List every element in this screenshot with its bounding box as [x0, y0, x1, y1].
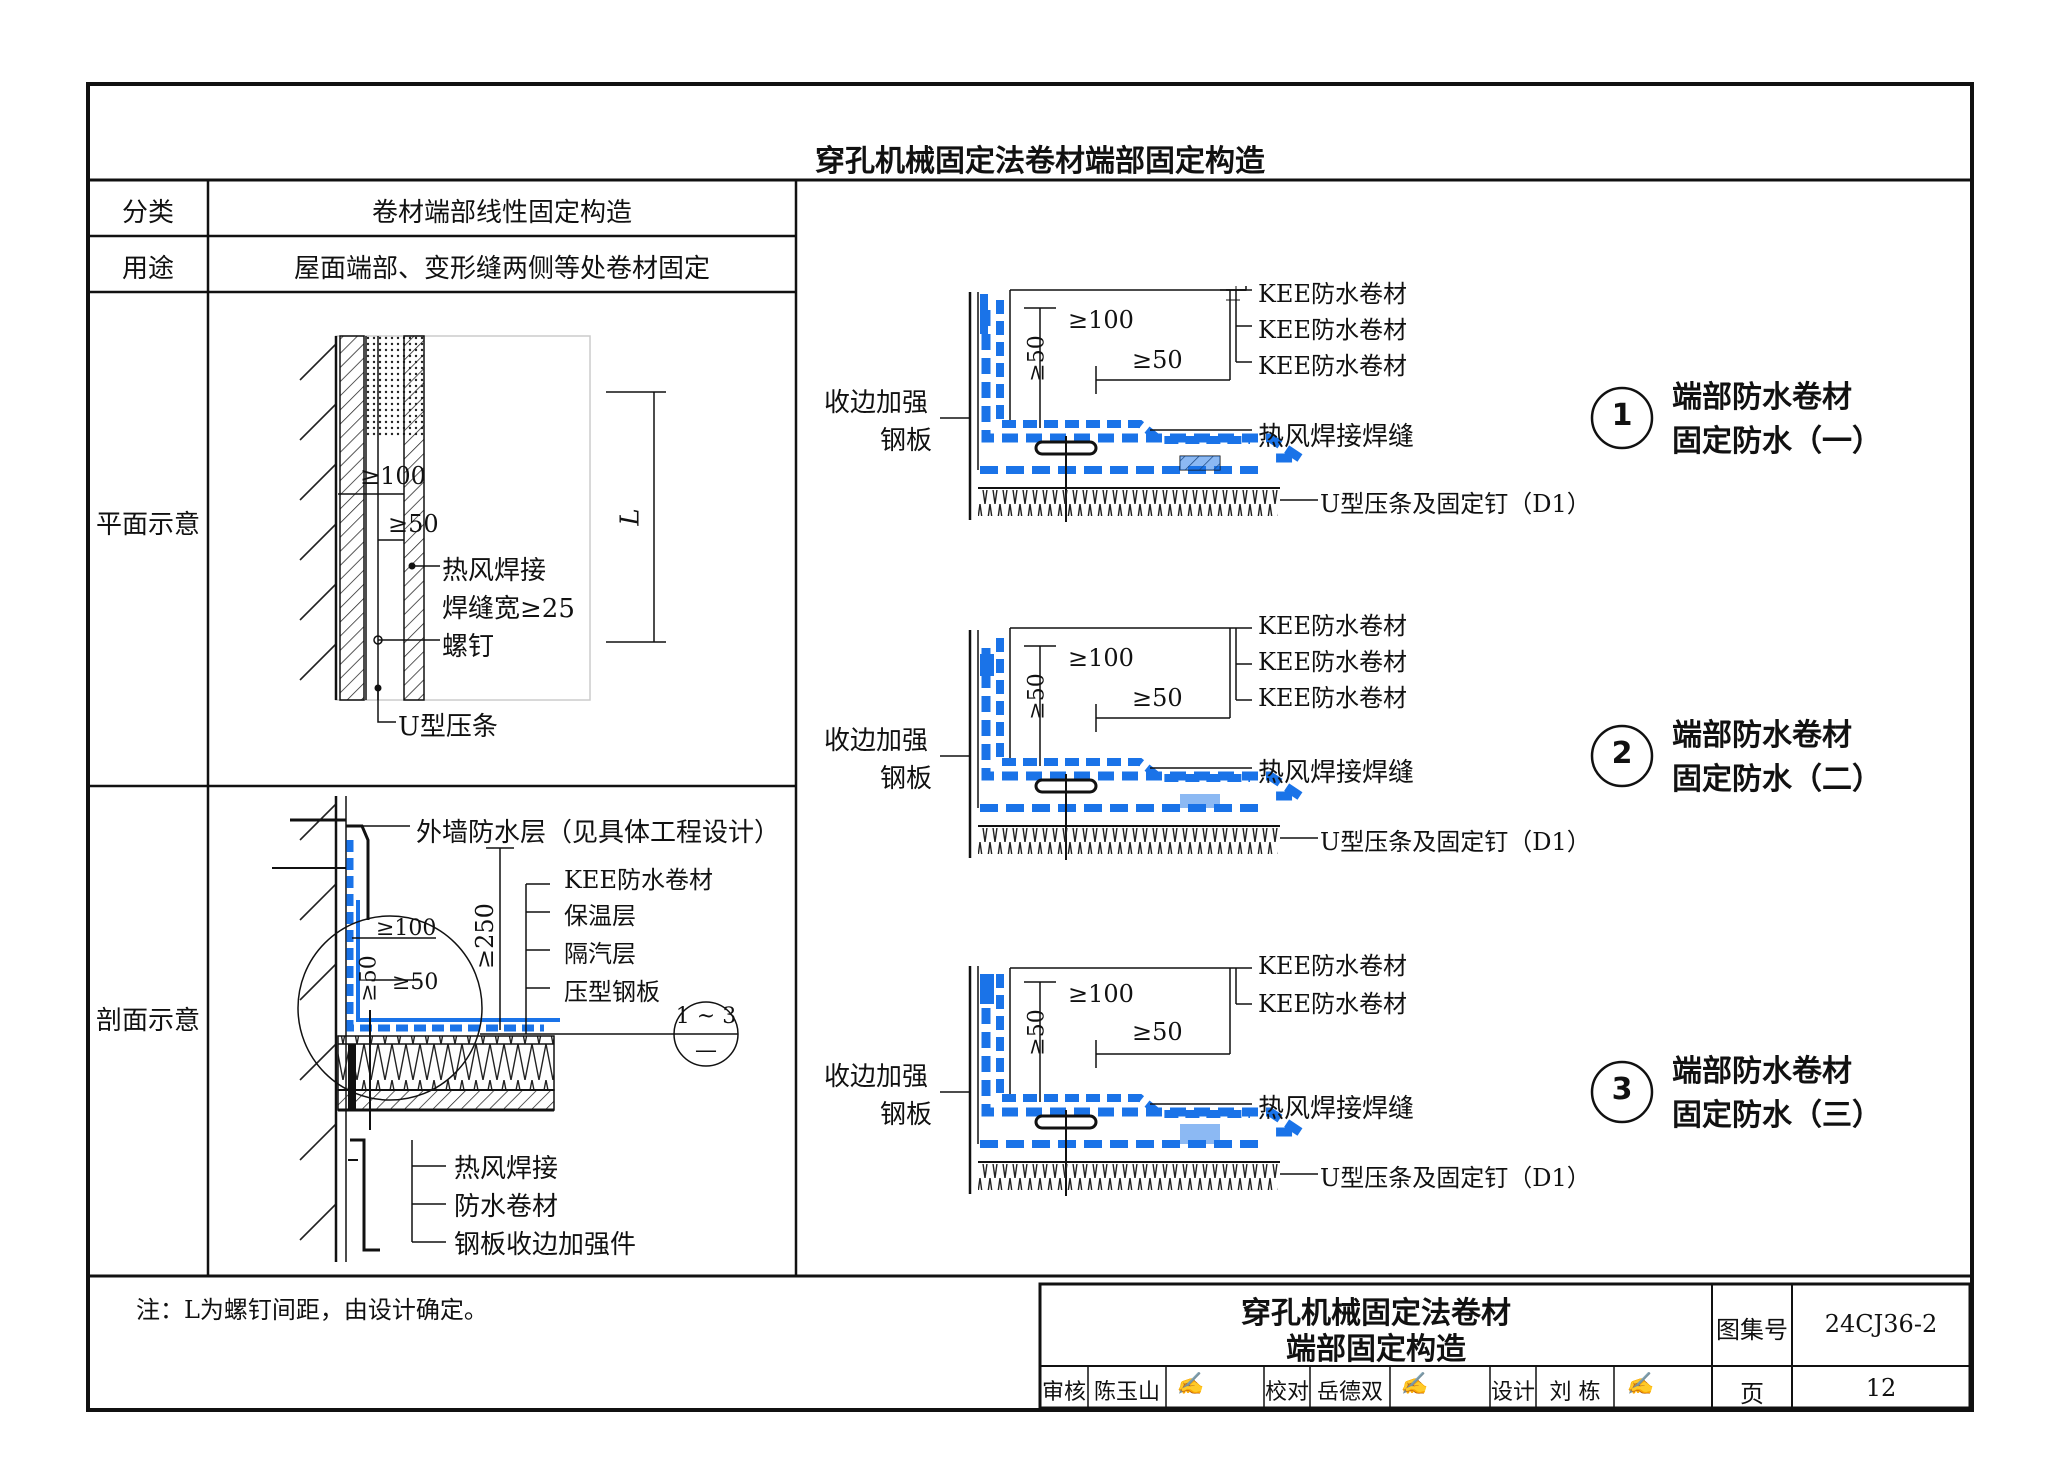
design-label: 设计: [1490, 1380, 1535, 1405]
atlas-label: 图集号: [1716, 1316, 1788, 1344]
check-label: 校对: [1264, 1380, 1309, 1405]
checker-signature: ✍: [1400, 1372, 1428, 1397]
section-vapor-label: 隔汽层: [564, 940, 636, 968]
title-block-title-line-2: 端部固定构造: [1286, 1332, 1466, 1367]
detail-2-dim-100: ≥100: [1068, 644, 1134, 672]
detail-1-edge-label-2: 钢板: [880, 426, 933, 456]
detail-3-title-line-1: 端部防水卷材: [1672, 1054, 1852, 1089]
detail-3-label-kee-1: KEE防水卷材: [1258, 952, 1407, 980]
plan-screw-label: 螺钉: [442, 632, 495, 662]
detail-2-label-kee-2: KEE防水卷材: [1258, 648, 1407, 676]
section-wall-waterproof-label: 外墙防水层（见具体工程设计）: [416, 818, 781, 848]
detail-3-label-kee-2: KEE防水卷材: [1258, 990, 1407, 1018]
plan-weld-label: 热风焊接: [442, 556, 547, 586]
section-dim-250: ≥250: [470, 903, 499, 969]
detail-3-dim-100: ≥100: [1068, 980, 1134, 1008]
plan-u-strip-label: U型压条: [398, 712, 498, 742]
detail-1-dim-50: ≥50: [1132, 346, 1183, 374]
footnote: 注：L为螺钉间距，由设计确定。: [136, 1296, 488, 1324]
detail-3-dim-50: ≥50: [1132, 1018, 1183, 1046]
atlas-number: 24CJ36-2: [1824, 1310, 1938, 1338]
detail-2-label-kee-3: KEE防水卷材: [1258, 684, 1407, 712]
table-label-use: 用途: [121, 254, 174, 284]
detail-1-label-kee-1: KEE防水卷材: [1258, 280, 1407, 308]
reviewer-signature: ✍: [1176, 1372, 1204, 1397]
section-edge-reinforce-label: 钢板收边加强件: [454, 1230, 637, 1260]
detail-1-title-line-2: 固定防水（一）: [1672, 424, 1882, 459]
detail-1-label-kee-3: KEE防水卷材: [1258, 352, 1407, 380]
detail-1-dim-50-vertical: ≥50: [1024, 335, 1050, 382]
detail-2-edge-label-1: 收边加强: [824, 726, 929, 756]
detail-2-edge-label-2: 钢板: [880, 764, 933, 794]
section-kee-label: KEE防水卷材: [564, 866, 713, 894]
table-value-category: 卷材端部线性固定构造: [371, 198, 632, 228]
detail-3-edge-label-2: 钢板: [880, 1100, 933, 1130]
table-label-category: 分类: [121, 198, 174, 228]
title-block-title-line-1: 穿孔机械固定法卷材: [1241, 1296, 1511, 1331]
plan-dim-100: ≥100: [360, 462, 426, 490]
detail-1-number: 1: [1611, 398, 1633, 433]
page-title: 穿孔机械固定法卷材端部固定构造: [815, 144, 1265, 179]
detail-1-drawing: [940, 286, 1654, 522]
checker-name: 岳德双: [1316, 1380, 1383, 1405]
section-view: [272, 796, 739, 1262]
detail-1-weld-label: 热风焊接焊缝: [1258, 422, 1415, 452]
table-value-use: 屋面端部、变形缝两侧等处卷材固定: [293, 254, 710, 284]
page-label: 页: [1740, 1380, 1764, 1408]
detail-2-fastener-label: U型压条及固定钉（D1）: [1320, 828, 1591, 856]
detail-1-edge-label-1: 收边加强: [824, 388, 929, 418]
section-ref-bottom: —: [695, 1038, 717, 1063]
detail-1-fastener-label: U型压条及固定钉（D1）: [1320, 490, 1591, 518]
detail-2-title-line-2: 固定防水（二）: [1672, 762, 1882, 797]
detail-3-title-line-2: 固定防水（三）: [1672, 1098, 1882, 1133]
detail-3-weld-label: 热风焊接焊缝: [1258, 1094, 1415, 1124]
detail-3-dim-50-vertical: ≥50: [1024, 1009, 1050, 1056]
detail-2-weld-label: 热风焊接焊缝: [1258, 758, 1415, 788]
detail-1-title-line-1: 端部防水卷材: [1672, 380, 1852, 415]
section-dim-50-vertical: ≥50: [356, 955, 382, 1002]
plan-dim-L: L: [615, 508, 646, 526]
detail-2-dim-50-vertical: ≥50: [1024, 673, 1050, 720]
detail-3-number: 3: [1611, 1072, 1633, 1107]
detail-3-drawing: [940, 966, 1654, 1196]
detail-3-fastener-label: U型压条及固定钉（D1）: [1320, 1164, 1591, 1192]
plan-dim-50: ≥50: [388, 510, 439, 538]
detail-2-dim-50: ≥50: [1132, 684, 1183, 712]
section-steel-deck-label: 压型钢板: [564, 978, 660, 1006]
drawing-frame: [86, 82, 1974, 1412]
section-weld-label: 热风焊接: [454, 1154, 559, 1184]
designer-name: 刘 栋: [1549, 1380, 1601, 1405]
section-insulation-label: 保温层: [564, 902, 636, 930]
reviewer-name: 陈玉山: [1093, 1380, 1160, 1405]
section-dim-50-horizontal: ≥50: [392, 970, 439, 995]
detail-3-edge-label-1: 收边加强: [824, 1062, 929, 1092]
table-label-section: 剖面示意: [95, 1006, 200, 1036]
detail-2-label-kee-1: KEE防水卷材: [1258, 612, 1407, 640]
plan-view: [299, 335, 666, 723]
section-dim-100: ≥100: [376, 916, 437, 941]
designer-signature: ✍: [1626, 1372, 1654, 1397]
plan-weld-width-label: 焊缝宽≥25: [442, 594, 575, 624]
review-label: 审核: [1041, 1380, 1086, 1405]
detail-2-title-line-1: 端部防水卷材: [1672, 718, 1852, 753]
detail-1-label-kee-2: KEE防水卷材: [1258, 316, 1407, 344]
detail-2-number: 2: [1611, 736, 1633, 771]
section-membrane-label: 防水卷材: [454, 1192, 559, 1222]
detail-1-dim-100: ≥100: [1068, 306, 1134, 334]
section-ref-top: 1 ~ 3: [675, 1004, 737, 1029]
page-number: 12: [1865, 1374, 1897, 1402]
table-label-plan: 平面示意: [95, 510, 200, 540]
detail-2-drawing: [940, 627, 1654, 860]
